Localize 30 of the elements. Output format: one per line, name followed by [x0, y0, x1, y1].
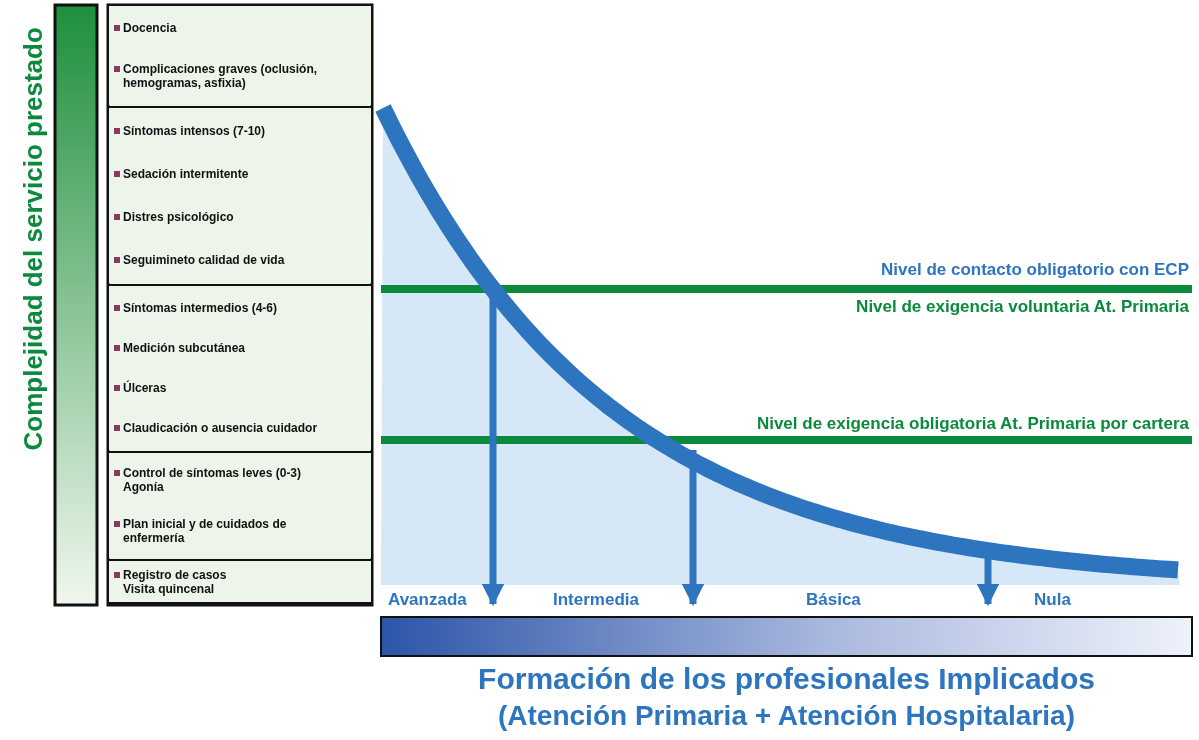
- axis-title: Formación de los profesionales Implicados: [478, 662, 1095, 695]
- level-label: Nivel de exigencia obligatoria At. Primaria por cartera: [756, 414, 1189, 433]
- level-label: Nivel de contacto obligatorio con ECP: [881, 260, 1189, 279]
- list-item: Medición subcutánea: [123, 341, 246, 355]
- level-label: Nivel de exigencia voluntaria At. Primaria: [856, 297, 1189, 316]
- list-item: Plan inicial y de cuidados de enfermería: [123, 516, 288, 545]
- gradient-bar: [53, 3, 99, 607]
- list-item: Distres psicológico: [123, 209, 234, 224]
- list-item: Complicaciones graves (oclusión, hemogramas, asfixia): [123, 61, 319, 90]
- panel-section: [109, 284, 371, 450]
- axis-category: Nula: [1034, 590, 1071, 609]
- list-item: Registro de casos Visita quincenal: [123, 567, 228, 596]
- list-item: Claudicación o ausencia cuidador: [123, 421, 318, 435]
- list-item: Seguimineto calidad de vida: [123, 252, 285, 267]
- panel-section: [109, 106, 371, 283]
- list-item: Úlceras: [123, 381, 167, 395]
- list-item: Síntomas intermedios (4-6): [123, 301, 278, 315]
- list-item: Sedación intermitente: [123, 167, 249, 182]
- axis-subtitle: (Atención Primaria + Atención Hospitalaria): [498, 700, 1075, 731]
- panel-section: [109, 559, 371, 605]
- list-item: Síntomas intensos (7-10): [123, 124, 266, 139]
- panel-section: [109, 6, 371, 105]
- list-item: Docencia: [123, 21, 177, 36]
- list-item: Control de síntomas leves (0-3) Agonía: [123, 466, 303, 495]
- axis-title: Complejidad del servicio prestado: [17, 27, 48, 451]
- panel-section: [109, 451, 371, 558]
- axis-category: Intermedia: [553, 590, 639, 609]
- axis-category: Básica: [806, 590, 861, 609]
- gradient-bar: [380, 616, 1193, 657]
- axis-category: Avanzada: [388, 590, 467, 609]
